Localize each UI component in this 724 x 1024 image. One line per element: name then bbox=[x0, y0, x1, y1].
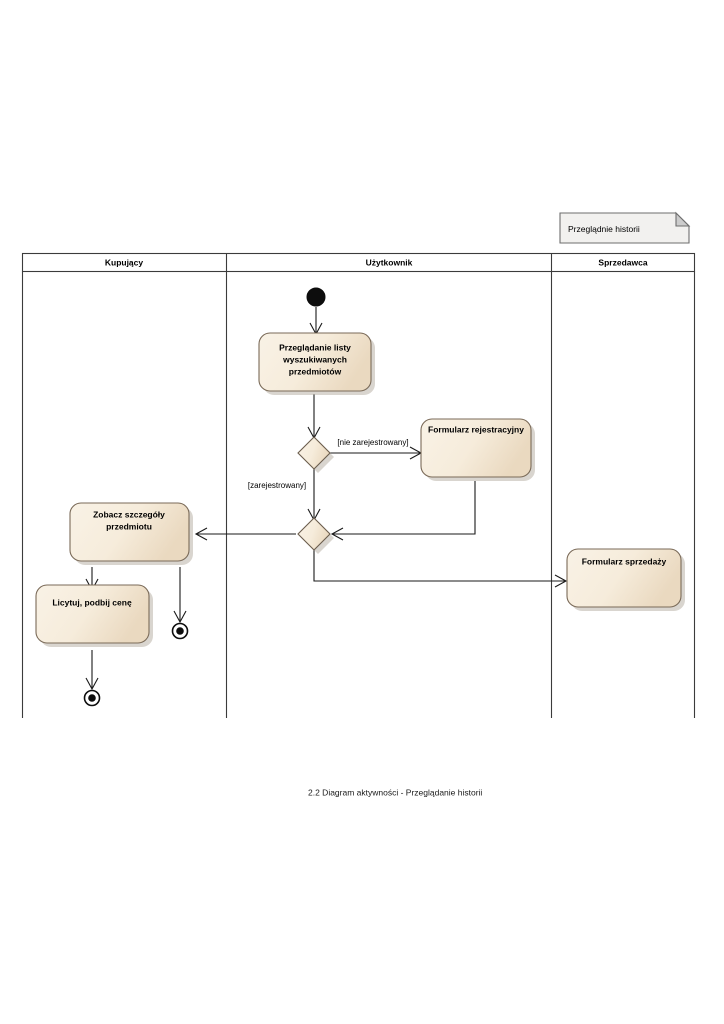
flow-bid-to-final-2 bbox=[85, 650, 99, 691]
guard-registered: [zarejestrowany] bbox=[248, 481, 306, 490]
activity-browse-list-line2: wyszukiwanych bbox=[282, 354, 347, 364]
decision-node-registration-check bbox=[297, 436, 334, 473]
swimlane-title-uzytkownik: Użytkownik bbox=[366, 257, 413, 267]
activity-item-details-line2: przedmiotu bbox=[106, 521, 152, 531]
guard-not-registered: [nie zarejestrowany] bbox=[337, 438, 408, 447]
activity-item-details-line1: Zobacz szczegóły bbox=[93, 509, 165, 519]
flow-merge-to-sale-form bbox=[313, 550, 568, 588]
flow-item-details-to-final-1 bbox=[173, 567, 187, 624]
swimlane-title-sprzedawca: Sprzedawca bbox=[598, 257, 647, 267]
flow-decision-to-registration: [nie zarejestrowany] bbox=[330, 438, 423, 460]
activity-bid: Licytuj, podbij cenę bbox=[35, 584, 153, 647]
activity-registration-form: Formularz rejestracyjny bbox=[420, 418, 535, 481]
activity-bid-line1: Licytuj, podbij cenę bbox=[52, 597, 132, 607]
flow-initial-to-browse bbox=[309, 307, 323, 336]
swimlane-header-sprzedawca: Sprzedawca bbox=[598, 257, 647, 267]
swimlane-frame bbox=[21, 252, 696, 718]
figure-caption: 2.2 Diagram aktywności - Przeglądanie hi… bbox=[308, 787, 482, 797]
flow-registration-to-merge bbox=[330, 481, 476, 541]
activity-browse-list-line1: Przeglądanie listy bbox=[279, 342, 351, 352]
activity-browse-list: Przeglądanie listy wyszukiwanych przedmi… bbox=[258, 332, 375, 395]
flow-merge-to-item-details bbox=[194, 527, 296, 541]
final-node-2 bbox=[83, 689, 101, 707]
activity-browse-list-line3: przedmiotów bbox=[289, 366, 342, 376]
activity-sale-form: Formularz sprzedaży bbox=[566, 548, 685, 611]
swimlane-header-uzytkownik: Użytkownik bbox=[366, 257, 413, 267]
flow-decision-to-merge: [zarejestrowany] bbox=[248, 469, 321, 522]
activity-item-details: Zobacz szczegóły przedmiotu bbox=[69, 502, 193, 565]
initial-node bbox=[306, 287, 326, 307]
note-przegladnie-historii: Przeglądnie historii bbox=[559, 211, 691, 244]
swimlane-title-kupujacy: Kupujący bbox=[105, 257, 144, 267]
note-label: Przeglądnie historii bbox=[568, 224, 640, 234]
merge-node bbox=[297, 517, 334, 554]
swimlane-header-kupujacy: Kupujący bbox=[105, 257, 144, 267]
activity-registration-form-line1: Formularz rejestracyjny bbox=[428, 424, 524, 434]
final-node-1 bbox=[171, 622, 189, 640]
flow-browse-to-decision bbox=[307, 394, 321, 440]
activity-sale-form-line1: Formularz sprzedaży bbox=[582, 556, 667, 566]
